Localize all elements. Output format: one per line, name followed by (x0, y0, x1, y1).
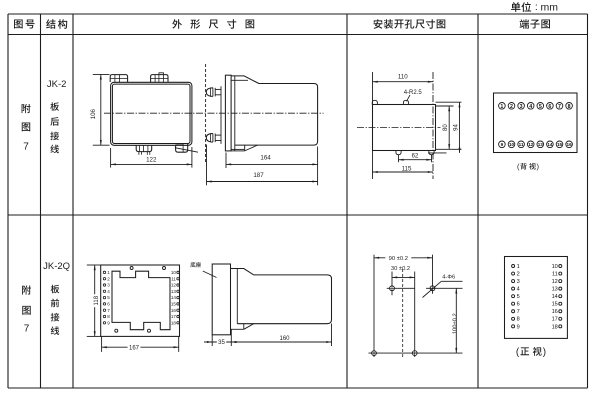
svg-text:160: 160 (279, 336, 290, 342)
svg-text:167: 167 (129, 345, 140, 351)
svg-text:30 ±0.2: 30 ±0.2 (391, 266, 410, 272)
svg-text:18: 18 (552, 324, 558, 330)
svg-text:6: 6 (548, 104, 551, 110)
svg-text:13: 13 (552, 287, 558, 293)
svg-text:2: 2 (510, 104, 513, 110)
svg-text:10: 10 (171, 270, 177, 275)
svg-text:14: 14 (547, 142, 553, 147)
svg-text:7: 7 (517, 309, 520, 315)
svg-text:7: 7 (23, 142, 29, 153)
svg-text:): ) (537, 162, 540, 171)
svg-text:12: 12 (552, 279, 558, 285)
svg-text:94: 94 (453, 124, 459, 131)
svg-text:17: 17 (171, 314, 177, 319)
svg-text:17: 17 (552, 317, 558, 323)
svg-text:11: 11 (171, 276, 176, 281)
svg-text:5: 5 (107, 295, 110, 300)
svg-text:6: 6 (107, 302, 110, 307)
svg-text:1: 1 (107, 270, 110, 275)
svg-text:1: 1 (517, 264, 520, 270)
svg-text:7: 7 (24, 323, 30, 334)
svg-text:10: 10 (552, 264, 558, 270)
svg-text:JK-2: JK-2 (47, 79, 67, 90)
svg-text:3: 3 (107, 283, 110, 288)
svg-text:62: 62 (412, 153, 419, 159)
svg-text:12: 12 (171, 283, 177, 288)
svg-text:164: 164 (260, 155, 271, 162)
svg-text:2: 2 (517, 272, 520, 278)
svg-text:4-Φ6: 4-Φ6 (442, 274, 455, 280)
svg-text:13: 13 (171, 289, 177, 294)
svg-text:11: 11 (519, 142, 524, 147)
svg-text:187: 187 (253, 172, 264, 179)
svg-text:15: 15 (552, 302, 558, 308)
svg-text:9: 9 (107, 320, 110, 325)
svg-text:7: 7 (558, 104, 561, 110)
svg-text:3: 3 (517, 279, 520, 285)
svg-text:100±0.2: 100±0.2 (453, 313, 459, 334)
svg-text:15: 15 (557, 142, 563, 147)
svg-text:18: 18 (171, 320, 177, 325)
svg-text:10: 10 (509, 142, 515, 147)
svg-text:4: 4 (107, 289, 110, 294)
svg-text:16: 16 (552, 309, 558, 315)
svg-text:8: 8 (568, 104, 571, 110)
svg-text:4: 4 (529, 104, 532, 110)
svg-text:8: 8 (107, 314, 110, 319)
svg-text:11: 11 (552, 272, 558, 278)
svg-text:14: 14 (552, 294, 558, 300)
svg-text:5: 5 (517, 294, 520, 300)
svg-text:16: 16 (567, 142, 573, 147)
svg-text:(: ( (516, 347, 520, 358)
svg-text:JK-2Q: JK-2Q (43, 261, 70, 272)
svg-text:5: 5 (539, 104, 542, 110)
svg-text:8: 8 (517, 317, 520, 323)
svg-text:16: 16 (171, 308, 177, 313)
svg-text:9: 9 (501, 142, 504, 147)
svg-text:118: 118 (94, 295, 100, 305)
svg-text:mm: mm (541, 2, 559, 14)
svg-text:110: 110 (398, 73, 408, 80)
svg-text:115: 115 (402, 165, 412, 172)
svg-text:106: 106 (90, 108, 97, 119)
svg-text:2: 2 (107, 276, 110, 281)
svg-text:14: 14 (171, 295, 177, 300)
svg-text:4: 4 (517, 287, 520, 293)
svg-text:80: 80 (443, 124, 449, 131)
svg-text:13: 13 (538, 142, 544, 147)
svg-text:15: 15 (171, 302, 177, 307)
svg-text:35: 35 (218, 340, 225, 346)
svg-text:6: 6 (517, 302, 520, 308)
svg-text:): ) (543, 347, 546, 358)
svg-text:9: 9 (517, 324, 520, 330)
svg-text:90 ±0.2: 90 ±0.2 (389, 256, 408, 262)
svg-text:(: ( (517, 162, 520, 171)
svg-text:4-R2.5: 4-R2.5 (404, 90, 423, 96)
svg-text:7: 7 (107, 308, 110, 313)
svg-text::: : (535, 1, 538, 13)
svg-text:1: 1 (500, 104, 503, 110)
svg-text:122: 122 (146, 157, 157, 164)
svg-text:12: 12 (528, 142, 534, 147)
svg-text:3: 3 (520, 104, 523, 110)
